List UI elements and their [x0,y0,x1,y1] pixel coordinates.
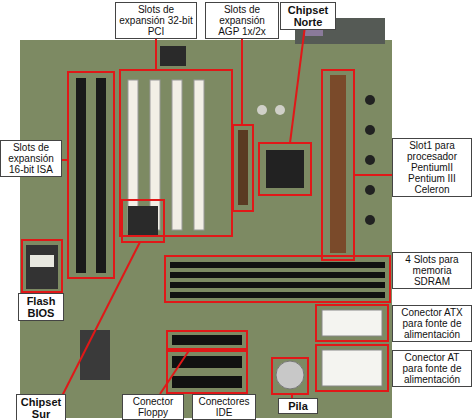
ide-outline [167,351,247,393]
capacitor [257,105,267,115]
isa-slot [96,78,106,273]
callout-text: Flash BIOS [21,295,61,319]
at-outline [316,345,388,391]
agp-slot [238,130,248,205]
callout-box: 4 Slots para memoria SDRAM [392,252,472,289]
north-chip-outline [259,143,311,195]
battery-outline [272,358,308,394]
leader-line [155,36,157,70]
capacitor [365,215,375,225]
small-chip [160,46,186,66]
capacitor [365,155,375,165]
callout-box: Flash BIOS [18,293,64,321]
callout-box: Pila [278,398,318,414]
at-connector [322,350,382,386]
pci-slot [172,80,182,230]
isa-slot [76,78,86,273]
leader-line [160,349,190,394]
callout-box: Conector ATX para fonte de alimentación [392,305,472,342]
south-bridge-chip [128,206,158,236]
callout-text: Pila [281,400,315,412]
pcb-board [20,40,392,418]
capacitor [365,125,375,135]
callout-box: Chipset Norte [280,2,336,30]
callout-box: Slots de expansión 16-bit ISA [0,140,62,177]
callout-box: Conector Floppy [122,394,184,420]
atx-outline [316,305,388,341]
capacitor [365,185,375,195]
capacitor [365,95,375,105]
capacitor [275,105,285,115]
callout-text: 4 Slots para memoria SDRAM [395,254,469,287]
callout-box: Slots de expansión AGP 1x/2x [205,2,279,39]
slot1-outline [322,70,354,260]
callout-text: Conectores IDE [195,396,253,418]
callout-box: Conectores IDE [192,394,256,420]
agp-outline [233,125,253,211]
misc-chip [80,330,110,380]
sdram-outline [165,256,390,302]
callout-box: Slots de expansión 32-bit PCI [115,2,197,39]
bios-chip [26,245,58,289]
bios-outline [22,240,62,292]
callout-text: Slots de expansión AGP 1x/2x [208,4,276,37]
floppy-outline [167,331,247,349]
leader-line [241,36,243,125]
callout-text: Conector ATX para fonte de alimentación [395,307,469,340]
callout-box: Conector AT para fonte de alimentación [392,350,472,387]
callout-box: Chipset Sur [16,394,66,420]
atx-connector [322,310,382,336]
callout-text: Chipset Norte [283,4,333,28]
battery [276,361,304,389]
north-bridge-chip [266,150,304,188]
pci-slot [194,80,204,230]
callout-text: Conector AT para fonte de alimentación [395,352,469,385]
leader-line [60,242,140,400]
dimm-slot [170,262,385,268]
pci-outline [120,70,232,236]
callout-text: Conector Floppy [125,396,181,418]
leader-line [290,26,305,143]
callout-text: Slots de expansión 16-bit ISA [3,142,59,175]
isa-outline [68,72,114,278]
dimm-slot [170,282,385,288]
dimm-slot [170,292,385,298]
callout-text: Slots de expansión 32-bit PCI [118,4,194,37]
callout-box: Slot1 para procesador PentiumII Pentium … [392,138,472,197]
slot1-connector [330,75,346,253]
south-chip-outline [122,200,164,242]
bios-sticker [30,255,54,267]
callout-text: Slot1 para procesador PentiumII Pentium … [395,140,469,195]
floppy-connector [172,335,242,345]
ide-connector [172,376,242,388]
callout-text: Chipset Sur [19,396,63,420]
dimm-slot [170,272,385,278]
leader-line [354,174,392,176]
